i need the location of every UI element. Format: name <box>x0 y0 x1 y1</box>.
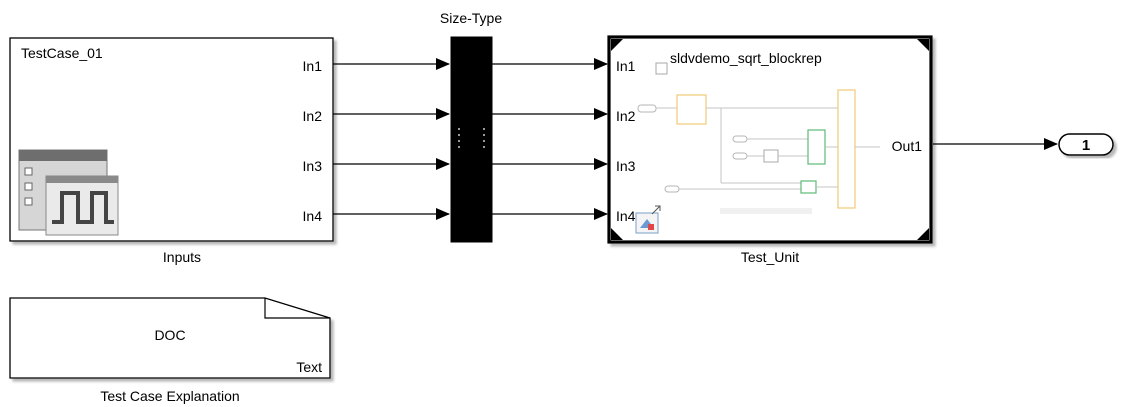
corner-mark-br <box>917 228 929 240</box>
inputs-port-in1: In1 <box>303 58 323 74</box>
doc-title: DOC <box>154 327 185 343</box>
test-unit-port-in3: In3 <box>616 158 636 174</box>
corner-mark-bl <box>611 228 623 240</box>
outport-number: 1 <box>1082 137 1090 154</box>
corner-mark-tr <box>917 39 929 51</box>
inputs-port-in3: In3 <box>303 158 323 174</box>
inputs-block-label: Inputs <box>163 249 201 265</box>
doc-block[interactable]: DOC Text <box>9 297 331 379</box>
model-thumbnail <box>637 62 880 214</box>
inputs-port-in4: In4 <box>303 208 323 224</box>
signal-editor-icon <box>18 149 119 236</box>
model-ref-name: sldvdemo_sqrt_blockrep <box>670 50 822 66</box>
inputs-scenario-name: TestCase_01 <box>21 45 103 61</box>
test-unit-block[interactable]: sldvdemo_sqrt_blockrep In1 In2 In3 In4 O… <box>607 35 933 244</box>
signal-lines <box>333 58 1058 220</box>
inputs-port-in2: In2 <box>303 108 323 124</box>
doc-block-label: Test Case Explanation <box>100 388 239 404</box>
outport-block[interactable]: 1 <box>1058 133 1114 156</box>
test-unit-port-in2: In2 <box>616 108 636 124</box>
inputs-block[interactable]: TestCase_01 In1 In2 In3 In4 <box>9 37 334 242</box>
test-unit-block-label: Test_Unit <box>741 249 799 265</box>
corner-mark-tl <box>611 39 623 51</box>
doc-type: Text <box>296 359 322 375</box>
test-unit-port-in4: In4 <box>616 208 636 224</box>
size-type-label: Size-Type <box>440 10 502 26</box>
test-unit-port-in1: In1 <box>616 58 636 74</box>
size-type-block[interactable] <box>450 36 493 243</box>
test-unit-port-out1: Out1 <box>892 138 923 154</box>
model-reference-icon[interactable] <box>635 212 659 234</box>
expand-icon[interactable] <box>651 205 661 215</box>
